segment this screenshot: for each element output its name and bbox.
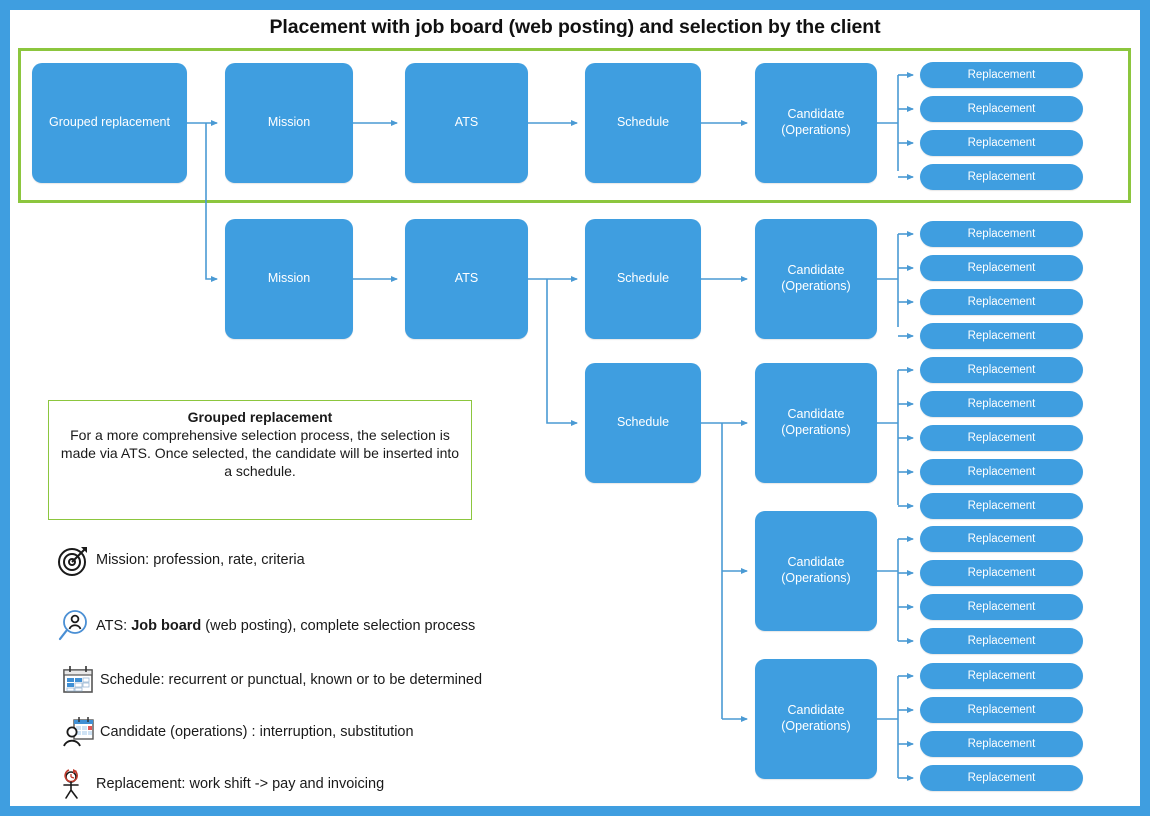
candidate-label-line1: Candidate bbox=[787, 703, 845, 718]
pill-replacement[interactable]: Replacement bbox=[920, 255, 1083, 281]
person-clock-icon bbox=[52, 762, 96, 806]
node-grouped-replacement[interactable]: Grouped replacement bbox=[32, 63, 187, 183]
diagram-sheet: Placement with job board (web posting) a… bbox=[10, 10, 1140, 806]
pill-replacement[interactable]: Replacement bbox=[920, 391, 1083, 417]
target-icon bbox=[52, 538, 96, 582]
pill-replacement[interactable]: Replacement bbox=[920, 164, 1083, 190]
pill-replacement[interactable]: Replacement bbox=[920, 765, 1083, 791]
candidate-label-line1: Candidate bbox=[787, 263, 845, 278]
person-search-icon bbox=[52, 604, 96, 648]
node-schedule-row3[interactable]: Schedule bbox=[585, 363, 701, 483]
node-candidate-row2[interactable]: Candidate (Operations) bbox=[755, 219, 877, 339]
candidate-label-line2: (Operations) bbox=[781, 571, 851, 585]
grouped-replacement-lane-frame bbox=[18, 48, 1131, 203]
candidate-label-line1: Candidate bbox=[787, 407, 845, 422]
node-candidate-row1[interactable]: Candidate (Operations) bbox=[755, 63, 877, 183]
node-ats-row1[interactable]: ATS bbox=[405, 63, 528, 183]
pill-replacement[interactable]: Replacement bbox=[920, 697, 1083, 723]
pill-replacement[interactable]: Replacement bbox=[920, 628, 1083, 654]
pill-replacement[interactable]: Replacement bbox=[920, 526, 1083, 552]
legend-ats-prefix: ATS: bbox=[96, 618, 132, 634]
person-calendar-icon bbox=[56, 710, 100, 754]
grouped-replacement-callout: Grouped replacement For a more comprehen… bbox=[48, 400, 472, 520]
pill-replacement[interactable]: Replacement bbox=[920, 663, 1083, 689]
candidate-label-line2: (Operations) bbox=[781, 123, 851, 137]
pill-replacement[interactable]: Replacement bbox=[920, 560, 1083, 586]
pill-replacement[interactable]: Replacement bbox=[920, 289, 1083, 315]
legend-item-ats: ATS: Job board (web posting), complete s… bbox=[52, 604, 475, 648]
pill-replacement[interactable]: Replacement bbox=[920, 323, 1083, 349]
pill-replacement[interactable]: Replacement bbox=[920, 459, 1083, 485]
legend-label-candidate: Candidate (operations) : interruption, s… bbox=[100, 724, 414, 740]
node-mission-row2[interactable]: Mission bbox=[225, 219, 353, 339]
candidate-label-line2: (Operations) bbox=[781, 423, 851, 437]
node-candidate-row5[interactable]: Candidate (Operations) bbox=[755, 659, 877, 779]
pill-replacement[interactable]: Replacement bbox=[920, 425, 1083, 451]
legend-item-replacement: Replacement: work shift -> pay and invoi… bbox=[52, 762, 384, 806]
node-schedule-row2[interactable]: Schedule bbox=[585, 219, 701, 339]
pill-replacement[interactable]: Replacement bbox=[920, 221, 1083, 247]
callout-title: Grouped replacement bbox=[187, 409, 333, 425]
legend-ats-bold: Job board bbox=[131, 618, 202, 634]
node-schedule-row1[interactable]: Schedule bbox=[585, 63, 701, 183]
node-candidate-row4[interactable]: Candidate (Operations) bbox=[755, 511, 877, 631]
callout-body: For a more comprehensive selection proce… bbox=[60, 427, 460, 480]
calendar-icon bbox=[56, 658, 100, 702]
pill-replacement[interactable]: Replacement bbox=[920, 96, 1083, 122]
candidate-label-line1: Candidate bbox=[787, 555, 845, 570]
legend-item-candidate: Candidate (operations) : interruption, s… bbox=[56, 710, 414, 754]
node-ats-row2[interactable]: ATS bbox=[405, 219, 528, 339]
node-candidate-row3[interactable]: Candidate (Operations) bbox=[755, 363, 877, 483]
legend-item-schedule: Schedule: recurrent or punctual, known o… bbox=[56, 658, 482, 702]
legend-label-replacement: Replacement: work shift -> pay and invoi… bbox=[96, 776, 385, 792]
legend-label-ats: ATS: Job board (web posting), complete s… bbox=[96, 618, 475, 634]
candidate-label-line2: (Operations) bbox=[781, 719, 851, 733]
candidate-label-line2: (Operations) bbox=[781, 279, 851, 293]
pill-replacement[interactable]: Replacement bbox=[920, 731, 1083, 757]
candidate-label-line1: Candidate bbox=[787, 107, 845, 122]
pill-replacement[interactable]: Replacement bbox=[920, 130, 1083, 156]
pill-replacement[interactable]: Replacement bbox=[920, 357, 1083, 383]
pill-replacement[interactable]: Replacement bbox=[920, 594, 1083, 620]
node-mission-row1[interactable]: Mission bbox=[225, 63, 353, 183]
legend-ats-suffix: (web posting), complete selection proces… bbox=[201, 618, 476, 634]
page-title: Placement with job board (web posting) a… bbox=[269, 16, 881, 38]
legend-label-schedule: Schedule: recurrent or punctual, known o… bbox=[100, 672, 483, 688]
pill-replacement[interactable]: Replacement bbox=[920, 62, 1083, 88]
legend-item-mission: Mission: profession, rate, criteria bbox=[52, 538, 305, 582]
pill-replacement[interactable]: Replacement bbox=[920, 493, 1083, 519]
legend-label-mission: Mission: profession, rate, criteria bbox=[96, 552, 305, 568]
